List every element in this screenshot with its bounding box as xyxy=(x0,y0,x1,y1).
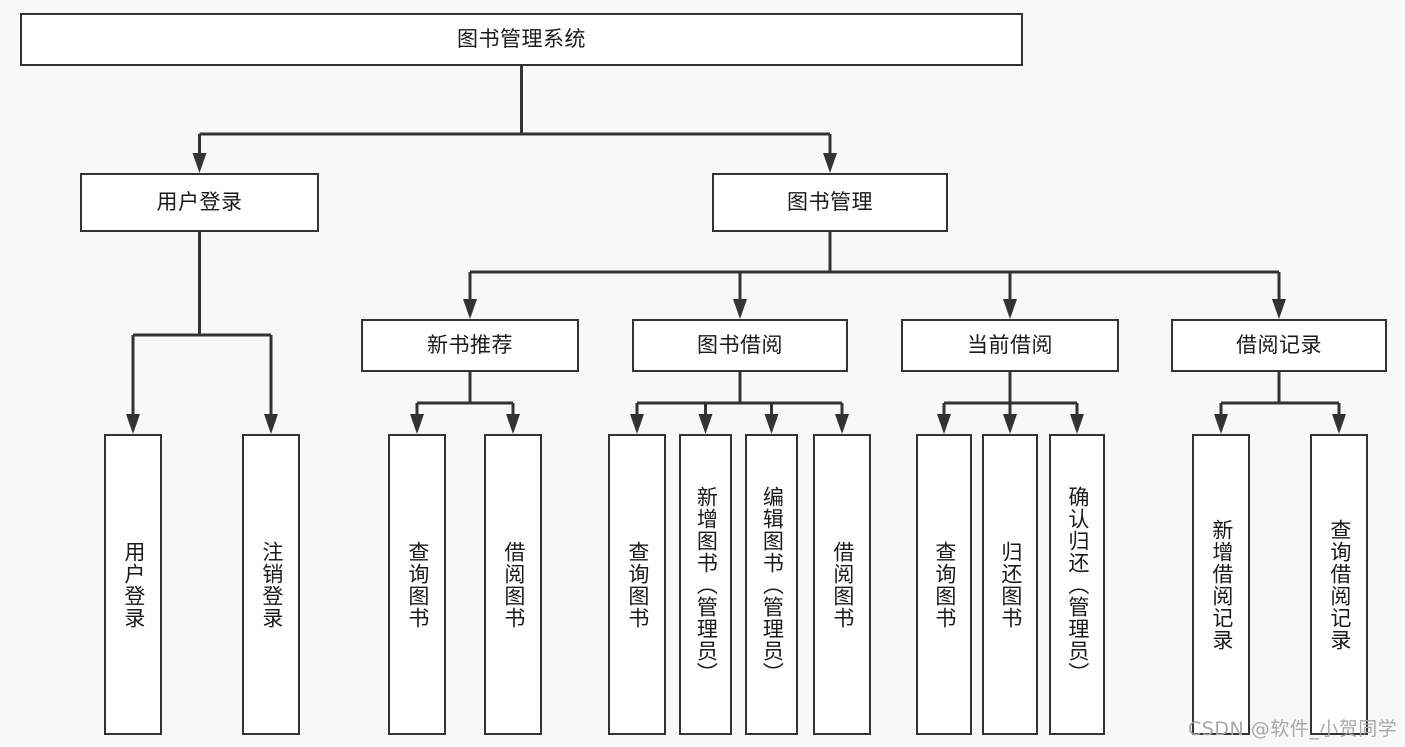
node-label: 新书推荐 xyxy=(427,333,513,358)
node-label: 借阅图书 xyxy=(830,540,855,629)
node-label: 查询图书 xyxy=(625,540,650,629)
node-book-borrowing[interactable]: 图书借阅 xyxy=(632,319,848,372)
node-leaf-add-book[interactable]: 新增图书（管理员） xyxy=(679,434,732,735)
node-label: 归还图书 xyxy=(998,540,1023,629)
node-label: 新增图书（管理员） xyxy=(694,485,719,684)
node-new-book-recommendation[interactable]: 新书推荐 xyxy=(361,319,579,372)
node-leaf-logout[interactable]: 注销登录 xyxy=(242,434,300,735)
node-label: 新增借阅记录 xyxy=(1209,518,1234,651)
node-root[interactable]: 图书管理系统 xyxy=(20,13,1023,66)
node-label: 确认归还（管理员） xyxy=(1065,485,1090,684)
node-label: 借阅记录 xyxy=(1236,333,1322,358)
node-label: 编辑图书（管理员） xyxy=(760,485,785,684)
node-label: 借阅图书 xyxy=(501,540,526,629)
node-label: 图书管理系统 xyxy=(457,27,586,52)
node-borrowing-records[interactable]: 借阅记录 xyxy=(1171,319,1387,372)
node-leaf-confirm-return[interactable]: 确认归还（管理员） xyxy=(1049,434,1105,735)
node-current-borrowing[interactable]: 当前借阅 xyxy=(901,319,1119,372)
node-label: 图书管理 xyxy=(787,190,873,215)
node-label: 注销登录 xyxy=(259,540,284,629)
node-user-login[interactable]: 用户登录 xyxy=(80,173,319,232)
watermark-text: CSDN @软件_小贺同学 xyxy=(1188,718,1398,740)
node-label: 查询借阅记录 xyxy=(1327,518,1352,651)
node-leaf-borrow-book-2[interactable]: 借阅图书 xyxy=(813,434,871,735)
node-leaf-query-book-3[interactable]: 查询图书 xyxy=(916,434,972,735)
node-label: 用户登录 xyxy=(156,190,243,215)
node-label: 图书借阅 xyxy=(697,333,783,358)
node-label: 查询图书 xyxy=(932,540,957,629)
node-leaf-return-book[interactable]: 归还图书 xyxy=(982,434,1038,735)
node-book-management[interactable]: 图书管理 xyxy=(712,173,948,232)
node-leaf-query-book-2[interactable]: 查询图书 xyxy=(608,434,666,735)
node-label: 查询图书 xyxy=(405,540,430,629)
node-leaf-query-book-1[interactable]: 查询图书 xyxy=(388,434,446,735)
node-leaf-user-login[interactable]: 用户登录 xyxy=(104,434,162,735)
node-label: 当前借阅 xyxy=(967,333,1053,358)
node-leaf-add-borrow-record[interactable]: 新增借阅记录 xyxy=(1192,434,1250,735)
node-leaf-edit-book[interactable]: 编辑图书（管理员） xyxy=(745,434,798,735)
node-leaf-query-borrow-record[interactable]: 查询借阅记录 xyxy=(1310,434,1368,735)
node-leaf-borrow-book-1[interactable]: 借阅图书 xyxy=(484,434,542,735)
node-label: 用户登录 xyxy=(121,540,146,629)
